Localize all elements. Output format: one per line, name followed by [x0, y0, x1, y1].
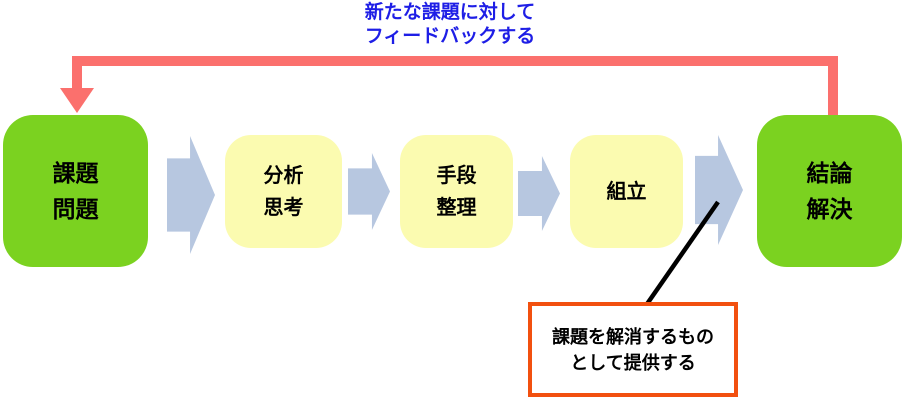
step-label-line: 結論 [806, 160, 853, 186]
step-label-line: 整理 [436, 196, 477, 219]
step-label-line: 思考 [263, 196, 304, 219]
flow-arrow-2-icon [348, 153, 390, 230]
feedback-arrowhead-icon [60, 88, 94, 113]
callout-line-1: 課題を解消するもの [552, 326, 714, 347]
step-box-analysis: 分析 思考 [225, 135, 342, 248]
step-label-line: 問題 [52, 196, 99, 222]
flow-arrow-4-icon [695, 135, 743, 245]
step-label-line: 分析 [263, 164, 304, 187]
step-label-line: 解決 [806, 196, 853, 222]
flow-arrow-3-icon [518, 156, 560, 231]
feedback-caption: 新たな課題に対して フィードバックする [290, 1, 610, 49]
step-label-line: 課題 [52, 160, 99, 186]
step-box-means: 手段 整理 [400, 135, 513, 248]
feedback-arrow-horizontal-segment [72, 56, 838, 66]
feedback-caption-line-2: フィードバックする [364, 26, 536, 47]
step-label-line: 組立 [606, 180, 647, 203]
step-label-line: 手段 [436, 164, 477, 187]
callout-box: 課題を解消するもの として提供する [528, 302, 738, 397]
step-box-assembly: 組立 [570, 135, 683, 248]
feedback-arrow-left-vertical-segment [72, 56, 82, 90]
flow-arrow-1-icon [167, 136, 215, 254]
feedback-arrow-right-vertical-segment [828, 56, 838, 117]
step-box-conclusion: 結論 解決 [757, 115, 902, 267]
callout-line-2: として提供する [570, 352, 696, 373]
step-box-problem: 課題 問題 [3, 115, 148, 267]
feedback-caption-line-1: 新たな課題に対して [364, 2, 536, 23]
